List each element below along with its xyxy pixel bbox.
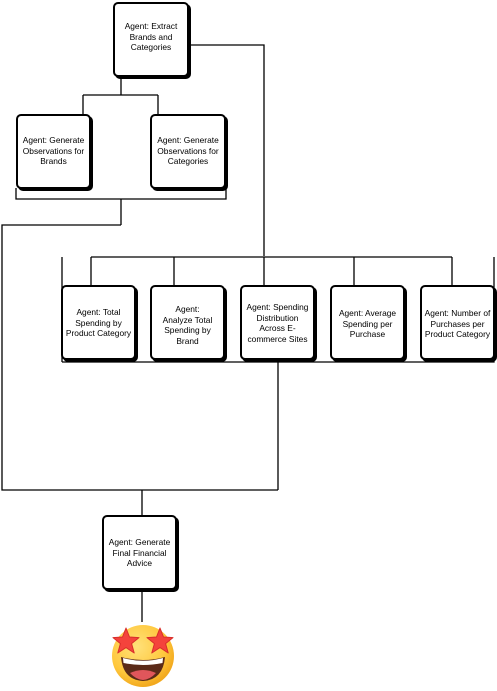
edge-extract-to-observations [82,77,159,114]
node-total-spending-category: Agent: Total Spending by Product Categor… [61,285,136,360]
star-struck-emoji-icon [112,625,174,687]
edge-analyses-to-final [141,362,279,515]
node-purchases-per-category: Agent: Number of Purchases per Product C… [420,285,495,360]
node-extract-brands-categories: Agent: Extract Brands and Categories [113,2,189,77]
node-average-spending: Agent: Average Spending per Purchase [330,285,405,360]
edge-analysis-top-bus [61,256,495,300]
edge-observations-to-final [1,224,278,491]
node-final-financial-advice: Agent: Generate Final Financial Advice [102,515,177,590]
node-observations-categories: Agent: Generate Observations for Categor… [150,114,226,189]
edge-observations-join [15,188,227,225]
node-spending-distribution: Agent: Spending Distribution Across E- c… [240,285,315,360]
node-analyze-spending-brand: Agent: Analyze Total Spending by Brand [150,285,225,360]
edge-extract-to-analyses [188,44,265,256]
node-observations-brands: Agent: Generate Observations for Brands [16,114,91,189]
